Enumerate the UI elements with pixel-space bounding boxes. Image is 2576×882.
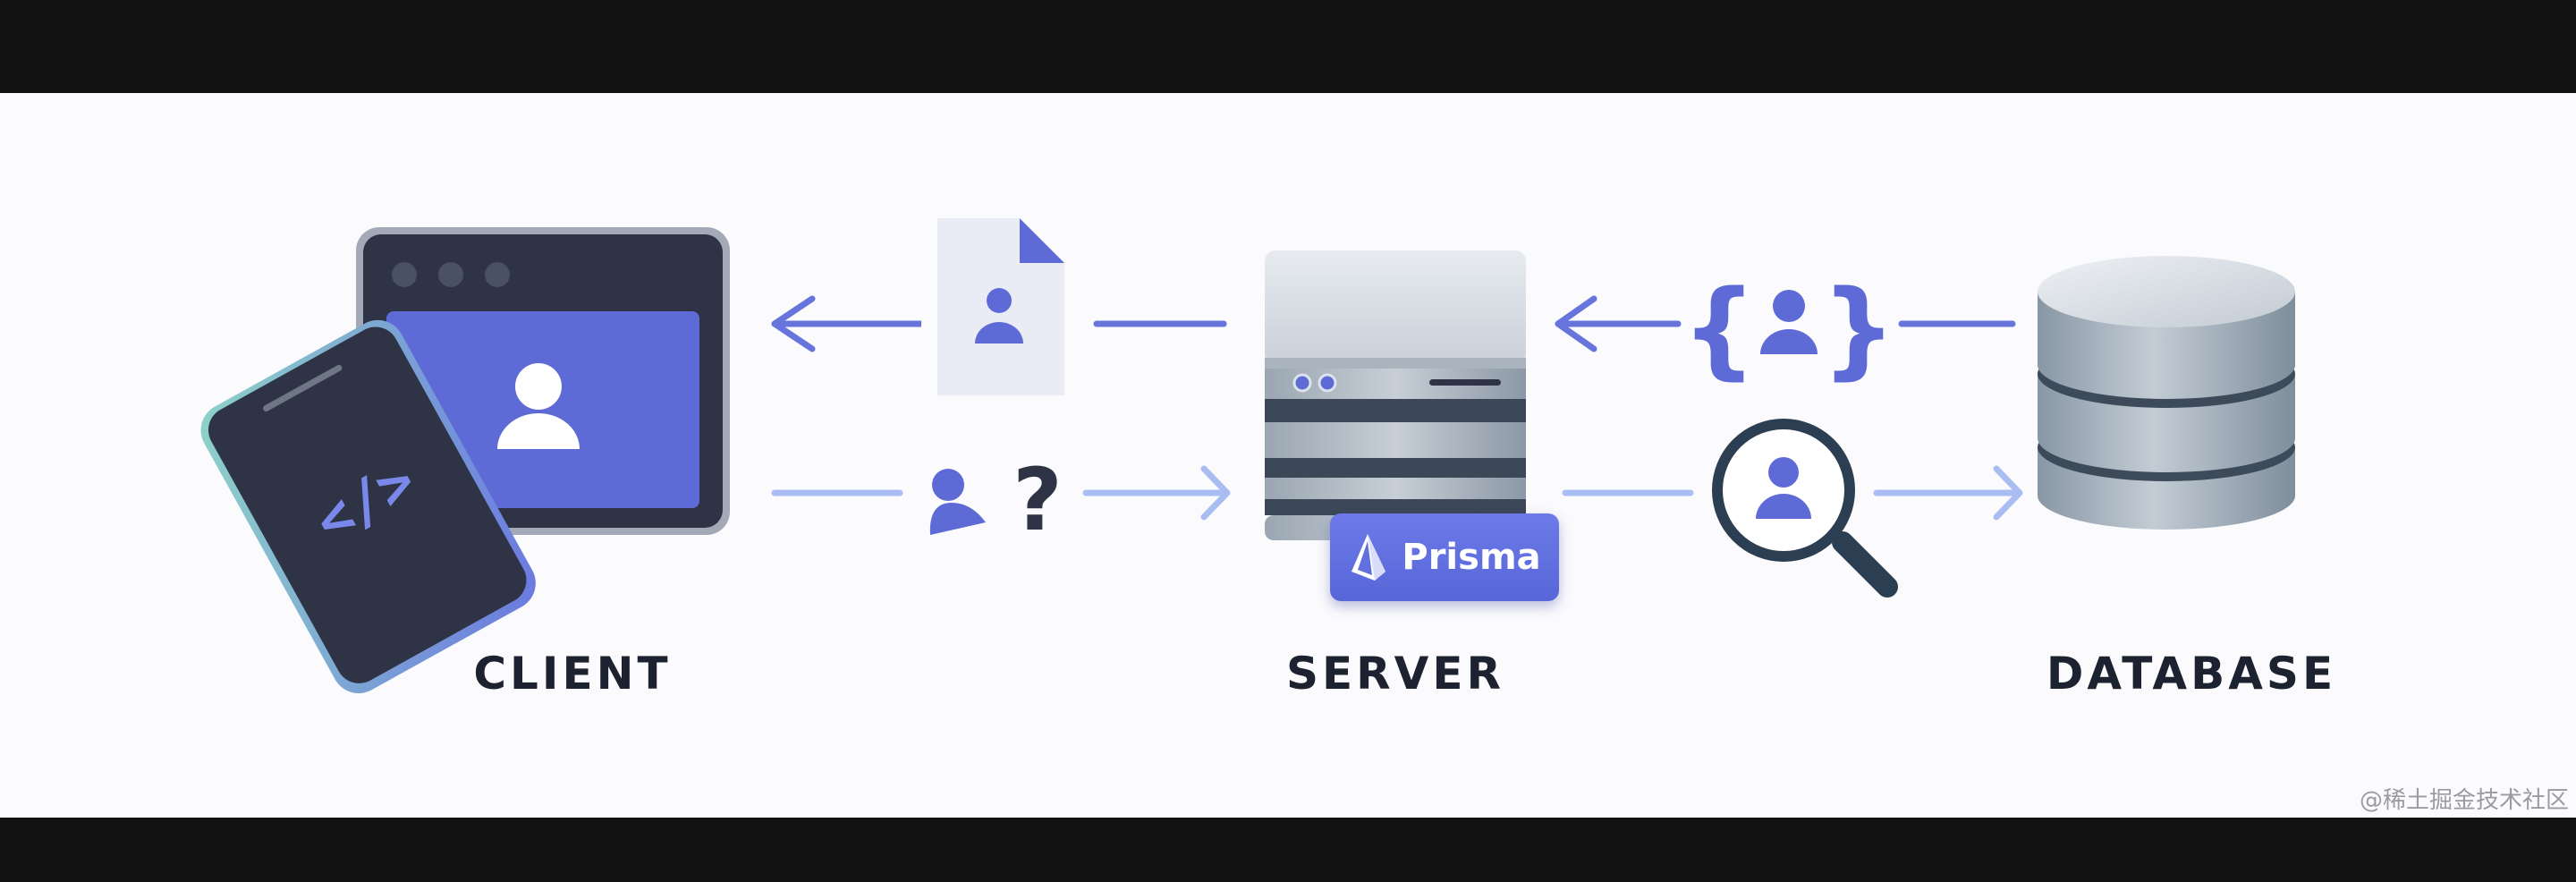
user-document-icon	[937, 218, 1064, 395]
prisma-badge: Prisma	[1330, 513, 1559, 601]
database-icon	[2038, 256, 2295, 530]
brace-left: {	[1682, 267, 1757, 390]
user-question-icon: ?	[929, 450, 1063, 550]
json-user-icon: { }	[1682, 267, 1896, 390]
database-label: DATABASE	[2046, 648, 2337, 700]
prisma-logo-icon	[1352, 534, 1386, 581]
top-letterbox	[0, 0, 2576, 93]
server-label: SERVER	[1285, 648, 1505, 700]
question-glyph: ?	[1013, 450, 1063, 550]
watermark: @稀土掘金技术社区	[2359, 787, 2569, 814]
search-user-icon	[1712, 419, 1898, 598]
phone-code-icon: </>	[200, 319, 536, 694]
server-stack-icon	[1265, 250, 1526, 540]
bottom-letterbox	[0, 818, 2576, 882]
prisma-badge-label: Prisma	[1402, 537, 1541, 578]
brace-right: }	[1821, 267, 1896, 390]
request-arrow-to-server	[771, 465, 1231, 521]
response-line-left	[771, 295, 914, 352]
client-label: CLIENT	[473, 648, 672, 700]
query-arrow-to-database	[1562, 465, 2023, 521]
response-arrow-to-server	[1555, 295, 2016, 352]
